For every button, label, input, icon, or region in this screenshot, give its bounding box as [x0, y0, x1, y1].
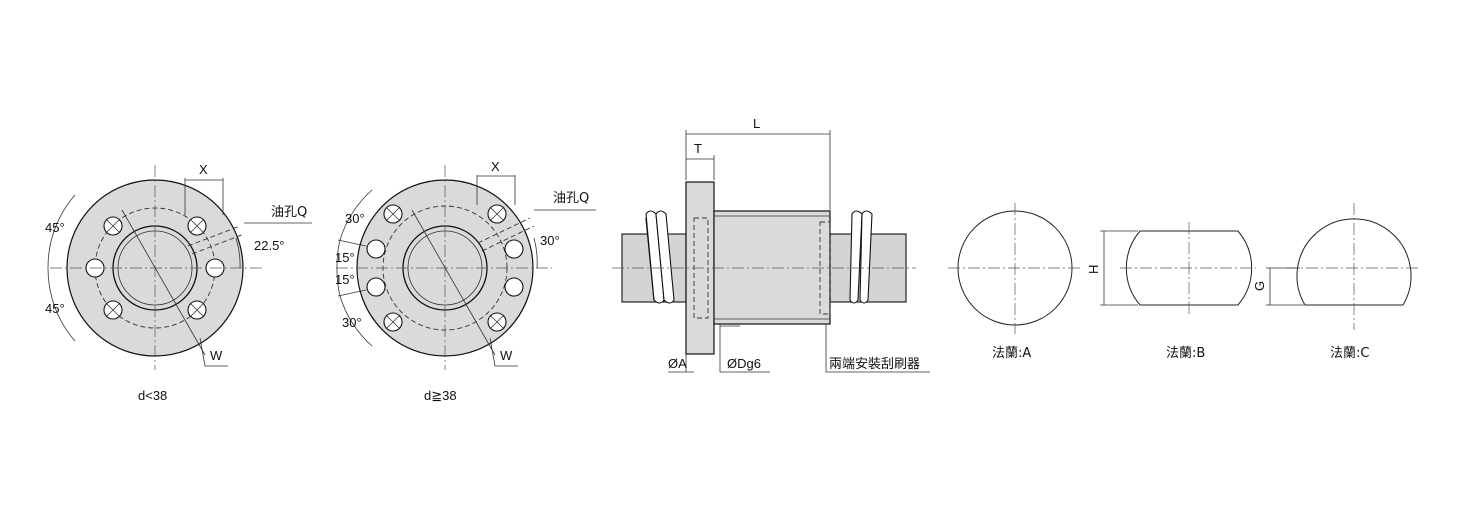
- dim-w-label: W: [210, 348, 223, 363]
- angle-label-bottom: 30°: [342, 315, 362, 330]
- wiper-note-label: 兩端安裝刮刷器: [829, 357, 920, 372]
- dim-x-label: X: [491, 159, 500, 174]
- dim-l-label: L: [753, 116, 760, 131]
- flange-type-a: 法蘭:A: [948, 203, 1082, 361]
- flange-type-b: H 法蘭:B: [1086, 222, 1256, 361]
- dim-dg6-label: ØDg6: [727, 356, 761, 371]
- flange-view-small: 45° 45° X 油孔Q 22.5° W d<38: [45, 162, 312, 403]
- angle-label-oil: 22.5°: [254, 238, 285, 253]
- dim-x-label: X: [199, 162, 208, 177]
- angle-label-bottom: 45°: [45, 301, 65, 316]
- flange-b-label: 法蘭:B: [1166, 345, 1205, 361]
- angle-label-top: 30°: [345, 211, 365, 226]
- wiper-spring-left: [645, 210, 675, 304]
- dim-w-label: W: [500, 348, 513, 363]
- flange-type-c: G 法蘭:C: [1252, 203, 1420, 361]
- oil-hole-label: 油孔Q: [271, 205, 307, 220]
- flange-b-outline: [1125, 230, 1253, 306]
- ball-nut-side-view: L T ØA ØDg6 兩端安裝刮刷器: [612, 116, 930, 373]
- angle-label-oil: 30°: [540, 233, 560, 248]
- flange-a-label: 法蘭:A: [992, 345, 1031, 361]
- dim-h-label: H: [1086, 265, 1101, 274]
- dim-t-label: T: [694, 141, 702, 156]
- view-caption-large: d≧38: [424, 388, 457, 403]
- angle-label-top: 45°: [45, 220, 65, 235]
- flange-c-outline: [1296, 218, 1412, 306]
- dim-a-label: ØA: [668, 356, 687, 371]
- oil-hole-label: 油孔Q: [553, 191, 589, 206]
- nut-body: [713, 210, 831, 325]
- wiper-spring-right: [849, 210, 873, 304]
- flange-view-large: 30° 15° 15° 30° X 油孔Q 30° W d≧38: [335, 159, 596, 403]
- bolt-holes: [366, 204, 524, 332]
- angle-label-mid-bottom: 15°: [335, 272, 355, 287]
- view-caption-small: d<38: [138, 388, 167, 403]
- flange-c-label: 法蘭:C: [1330, 345, 1369, 361]
- dim-g-label: G: [1252, 281, 1267, 291]
- angle-label-mid-top: 15°: [335, 250, 355, 265]
